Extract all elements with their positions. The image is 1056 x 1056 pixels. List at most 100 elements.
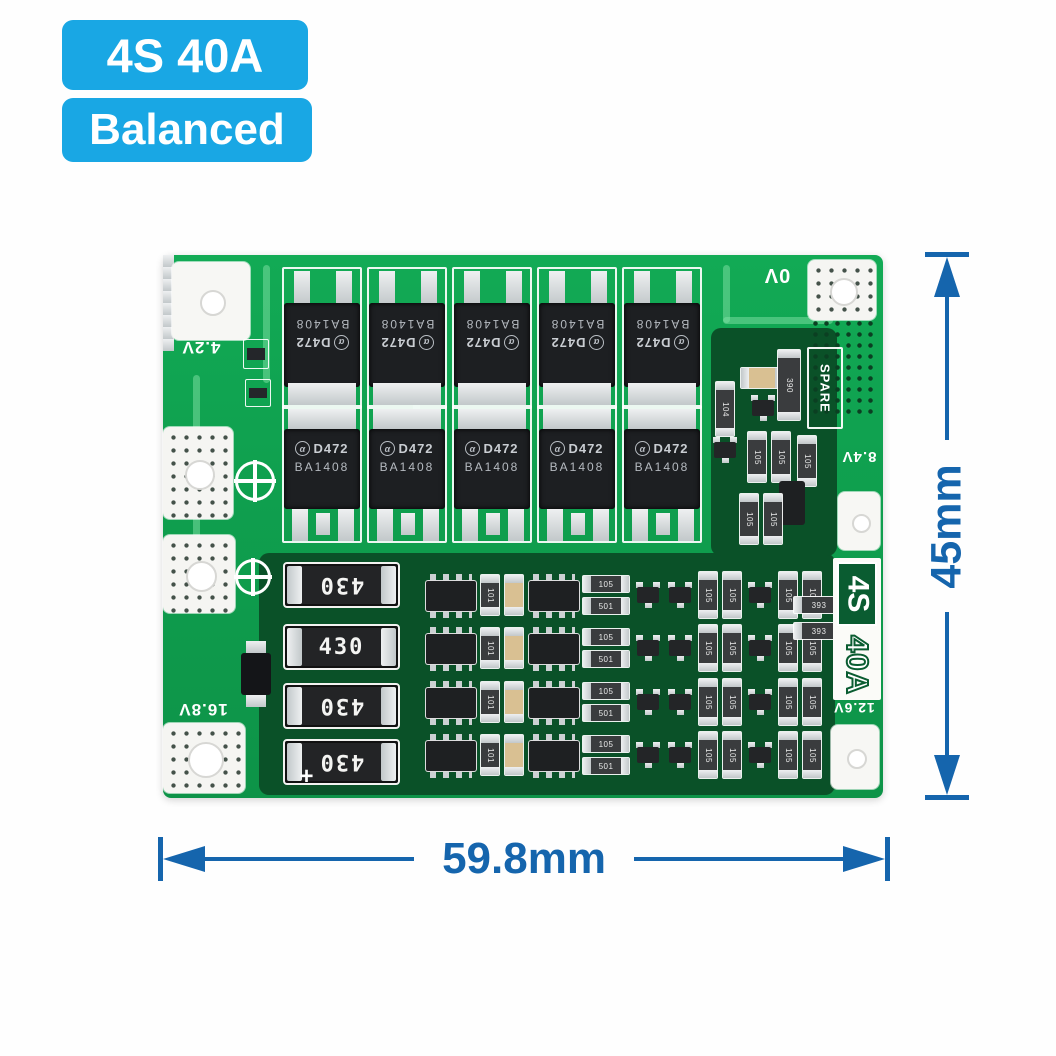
solder-pad bbox=[163, 427, 233, 519]
sot-leg bbox=[636, 635, 643, 641]
cap bbox=[699, 663, 717, 671]
res-label: 105 bbox=[699, 740, 717, 770]
pad-hole bbox=[830, 278, 858, 306]
cap bbox=[779, 770, 797, 778]
mosfet-tab bbox=[458, 409, 526, 429]
sot-leg bbox=[748, 582, 755, 588]
ao-logo-icon: α bbox=[295, 441, 311, 456]
ic-leads bbox=[430, 681, 472, 687]
smd-capacitor bbox=[245, 379, 271, 407]
shunt-resistor: 430 bbox=[283, 562, 400, 608]
sot-body bbox=[637, 587, 659, 603]
sot-leg bbox=[636, 689, 643, 695]
smd-capacitor bbox=[504, 734, 524, 776]
mosfet-tab bbox=[288, 409, 356, 429]
res-label-text: 105 bbox=[703, 747, 713, 763]
cap-body bbox=[247, 348, 265, 360]
silkscreen-label: 0V bbox=[763, 264, 791, 286]
res-label: 105 bbox=[591, 736, 621, 752]
cap bbox=[621, 683, 629, 699]
cap bbox=[778, 412, 800, 420]
mosfet-lead bbox=[401, 513, 415, 535]
mosfet-lead bbox=[508, 509, 524, 541]
pad-pair bbox=[163, 315, 174, 327]
cap bbox=[723, 717, 741, 725]
arrow-right-icon bbox=[843, 846, 886, 872]
smd-resistor: 105 bbox=[722, 624, 742, 672]
mosfet-lead bbox=[656, 513, 670, 535]
smd-diode bbox=[239, 641, 273, 707]
res-label: 105 bbox=[723, 633, 741, 663]
res-label-text: 105 bbox=[807, 640, 817, 656]
sot-leg bbox=[668, 582, 675, 588]
smd-resistor: 105 bbox=[698, 731, 718, 779]
soic8-ic bbox=[425, 627, 477, 671]
shunt-resistor: 430 bbox=[283, 683, 400, 729]
mosfet-lead bbox=[591, 271, 607, 305]
res-label-text: 105 bbox=[783, 587, 793, 603]
res-label-text: 105 bbox=[783, 747, 793, 763]
solder-pad bbox=[163, 723, 245, 793]
sot-leg bbox=[759, 415, 767, 421]
pad-pair bbox=[163, 303, 174, 315]
sot-body bbox=[669, 694, 691, 710]
dimension-line bbox=[944, 612, 950, 755]
mosfet-lead bbox=[486, 513, 500, 535]
cap bbox=[699, 679, 717, 687]
sot-body bbox=[749, 640, 771, 656]
cap bbox=[505, 735, 523, 743]
cap bbox=[772, 474, 790, 482]
res-label-text: 105 bbox=[807, 694, 817, 710]
smd-resistor: 501 bbox=[582, 757, 630, 775]
ao-logo-icon: α bbox=[465, 441, 481, 456]
cap bbox=[621, 576, 629, 592]
res-label-text: 105 bbox=[807, 747, 817, 763]
res-label bbox=[505, 583, 523, 607]
res-label-text: 105 bbox=[727, 640, 737, 656]
mosfet-lot-code: BA1408 bbox=[379, 317, 435, 331]
sot-leg bbox=[636, 742, 643, 748]
ic-leads bbox=[430, 772, 472, 778]
diode-lead bbox=[246, 641, 266, 653]
res-label-text: 390 bbox=[784, 377, 794, 393]
sot23-transistor bbox=[666, 689, 694, 715]
mosfet-lot-code: BA1408 bbox=[464, 317, 520, 331]
sot-leg bbox=[748, 635, 755, 641]
mosfet-lead bbox=[316, 513, 330, 535]
sot-leg bbox=[653, 742, 660, 748]
sot-body bbox=[637, 640, 659, 656]
mosfet-lead bbox=[678, 509, 694, 541]
dimension-line bbox=[944, 297, 950, 440]
smd-resistor: 101 bbox=[480, 574, 500, 616]
smd-resistor: 101 bbox=[480, 734, 500, 776]
res-label: 105 bbox=[803, 633, 821, 663]
cap bbox=[505, 714, 523, 722]
resistor-cap bbox=[381, 566, 396, 604]
sot-leg bbox=[748, 742, 755, 748]
sot-leg bbox=[676, 602, 684, 608]
res-label-text: 105 bbox=[598, 632, 614, 642]
mosfet-lot-code: BA1408 bbox=[464, 460, 520, 474]
smd-resistor: 105 bbox=[763, 493, 783, 545]
ic-leads bbox=[533, 627, 575, 633]
resistor-cap bbox=[381, 743, 396, 781]
cap bbox=[803, 663, 821, 671]
sot-leg bbox=[676, 709, 684, 715]
ao-logo-icon: α bbox=[673, 335, 689, 350]
resistor-cap bbox=[381, 628, 396, 666]
solder-pad bbox=[172, 262, 250, 340]
sot-leg bbox=[751, 395, 758, 401]
sot23-transistor bbox=[746, 582, 774, 608]
cap bbox=[778, 350, 800, 358]
cap bbox=[716, 428, 734, 436]
smd-resistor: 105 bbox=[582, 575, 630, 593]
sot-leg bbox=[765, 742, 772, 748]
